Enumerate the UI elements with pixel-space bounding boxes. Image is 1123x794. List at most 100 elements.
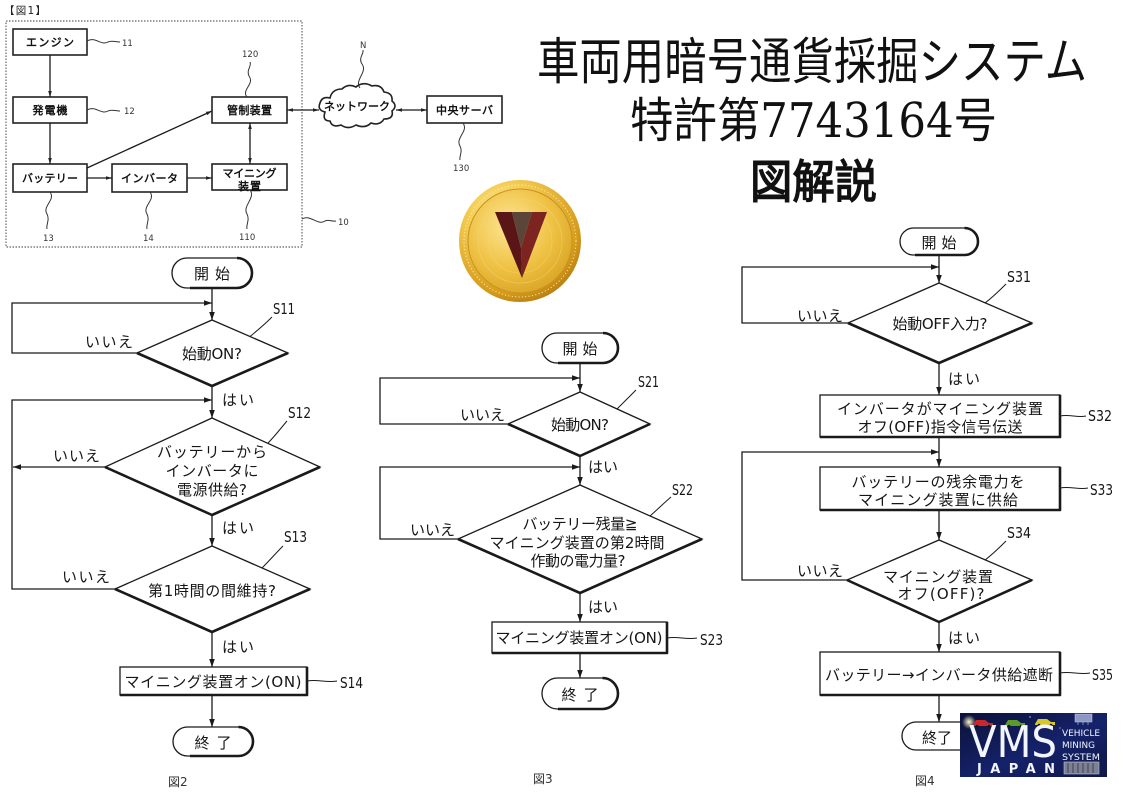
decision-s21: 始動ON? S21	[506, 373, 659, 458]
process-s32: インバータがマイニング装置 オフ(OFF)指令信号伝送 S32	[819, 394, 1112, 439]
decision-text-line-2: オフ(OFF)?	[898, 585, 985, 603]
loop-back-arrow	[379, 464, 580, 540]
step-id: S21	[638, 373, 659, 391]
step-leader	[249, 316, 273, 337]
step-leader	[1059, 486, 1089, 490]
coin-emblem-left-arm	[495, 212, 522, 278]
step-id: S22	[672, 481, 693, 499]
yes-label: はい	[948, 370, 980, 388]
step-id: S32	[1088, 407, 1112, 425]
block-mining-device: マイニング 装置	[211, 163, 288, 193]
decision-s12: バッテリーから インバータに 電源供給? S12	[103, 404, 322, 517]
decision-text: 第1時間の間維持?	[148, 582, 276, 600]
logo-country: JAPAN	[976, 762, 1055, 777]
process-s35: バッテリー→インバータ供給遮断 S35	[819, 651, 1113, 697]
coin-emblem-notch	[512, 212, 532, 248]
process-s14: マイニング装置オン(ON) S14	[119, 666, 363, 697]
loop-back-arrow	[11, 300, 212, 354]
mining-device-label-line1: マイニング	[223, 166, 277, 180]
logo-tagline-3: SYSTEM	[1062, 753, 1100, 763]
control-unit-label: 管制装置	[227, 103, 272, 117]
step-leader	[1059, 414, 1087, 418]
yes-label: はい	[588, 458, 618, 476]
logo-star	[1029, 716, 1031, 718]
end-label: 終了	[195, 734, 232, 752]
end-label: 終了	[922, 729, 952, 747]
patent-prefix: 特許第	[630, 93, 760, 149]
step-leader	[1059, 671, 1091, 675]
process-shadow	[120, 667, 309, 697]
block-central-server: 中央サーバ	[426, 95, 503, 124]
decision-text: 始動ON?	[551, 416, 609, 434]
green-car-icon	[1005, 720, 1025, 728]
yes-label: はい	[948, 629, 980, 647]
step-leader	[267, 420, 288, 444]
ref-leader-vehicle	[301, 217, 337, 223]
process-shadow	[820, 395, 1062, 439]
patent-suffix: 号	[954, 93, 997, 149]
start-terminal: 開始	[171, 256, 254, 290]
step-id: S23	[700, 631, 723, 649]
ref-leader-mining	[245, 189, 252, 230]
step-id: S12	[288, 404, 311, 422]
decision-text-line-2: インバータに	[166, 462, 259, 480]
block-generator: 発電機	[12, 96, 88, 124]
block-engine: エンジン	[12, 28, 88, 56]
loop-back-arrow	[11, 397, 212, 590]
end-terminal-shadow	[558, 676, 620, 711]
ref-leader-generator	[86, 108, 121, 113]
network-cloud-icon	[318, 82, 396, 129]
ref-number-control: 120	[242, 50, 258, 60]
coin-dotted-ring	[463, 184, 577, 298]
yes-label: はい	[222, 638, 254, 656]
process-shadow	[820, 652, 1062, 697]
battery-to-control-arrow	[86, 110, 213, 169]
start-label: 開始	[922, 234, 957, 252]
figure-3-flowchart: 開始 始動ON? S21 いいえ はい バッテリー残量≧ マイニング装置の第2時…	[379, 331, 723, 786]
no-label: いいえ	[797, 307, 843, 325]
block-inverter: インバータ	[111, 163, 188, 193]
loop-back-arrow	[741, 449, 939, 581]
block-network: ネットワーク	[318, 82, 396, 129]
process-shadow	[492, 622, 669, 655]
end-terminal: 終了	[541, 676, 620, 711]
process-s33: バッテリーの残余電力を マイニング装置に供給 S33	[819, 466, 1113, 512]
ref-leader-server	[458, 122, 465, 161]
network-label: ネットワーク	[324, 100, 390, 113]
decision-text-line-1: バッテリーから	[157, 443, 267, 461]
step-leader	[649, 496, 672, 517]
start-terminal-shape	[541, 332, 619, 364]
logo-star	[1059, 727, 1061, 729]
v-coin-icon	[459, 180, 581, 302]
decision-s31: 始動OFF入力? S31	[846, 268, 1034, 365]
block-control-unit: 管制装置	[211, 96, 288, 124]
vehicle-boundary-frame	[5, 20, 303, 248]
step-leader	[984, 283, 1007, 304]
start-terminal-shadow	[915, 226, 980, 257]
figure-3-caption: 図3	[533, 772, 553, 786]
step-leader	[666, 636, 698, 640]
central-server-label: 中央サーバ	[436, 103, 493, 117]
ref-leader-engine	[86, 39, 121, 44]
step-leader	[984, 540, 1007, 561]
end-label: 終了	[562, 686, 599, 704]
end-terminal: 終了	[172, 725, 255, 758]
vms-japan-logo: VMS JAPAN VEHICLE MINING SYSTEM	[960, 713, 1107, 777]
ref-number-server: 130	[453, 164, 469, 174]
red-car-icon	[973, 720, 993, 728]
yes-label: はい	[222, 519, 254, 537]
figure-2-flowchart: 開始 始動ON? S11 いいえ はい バッテリーから インバータに 電源供給?…	[11, 256, 363, 789]
ref-leader-network	[358, 49, 364, 89]
process-shadow	[820, 467, 1062, 512]
logo-brand: VMS	[969, 717, 1057, 768]
decision-text-line-1: バッテリー残量≧	[523, 515, 638, 533]
chip-icon	[1074, 713, 1093, 725]
decision-text-line-2: マイニング装置の第2時間	[490, 534, 665, 552]
step-leader	[261, 545, 284, 569]
decision-text-line-1: マイニング装置	[883, 568, 993, 586]
start-terminal-shadow	[190, 256, 254, 290]
step-id: S35	[1092, 666, 1113, 684]
end-terminal-shadow	[190, 725, 255, 758]
loop-back-arrow	[379, 375, 580, 425]
